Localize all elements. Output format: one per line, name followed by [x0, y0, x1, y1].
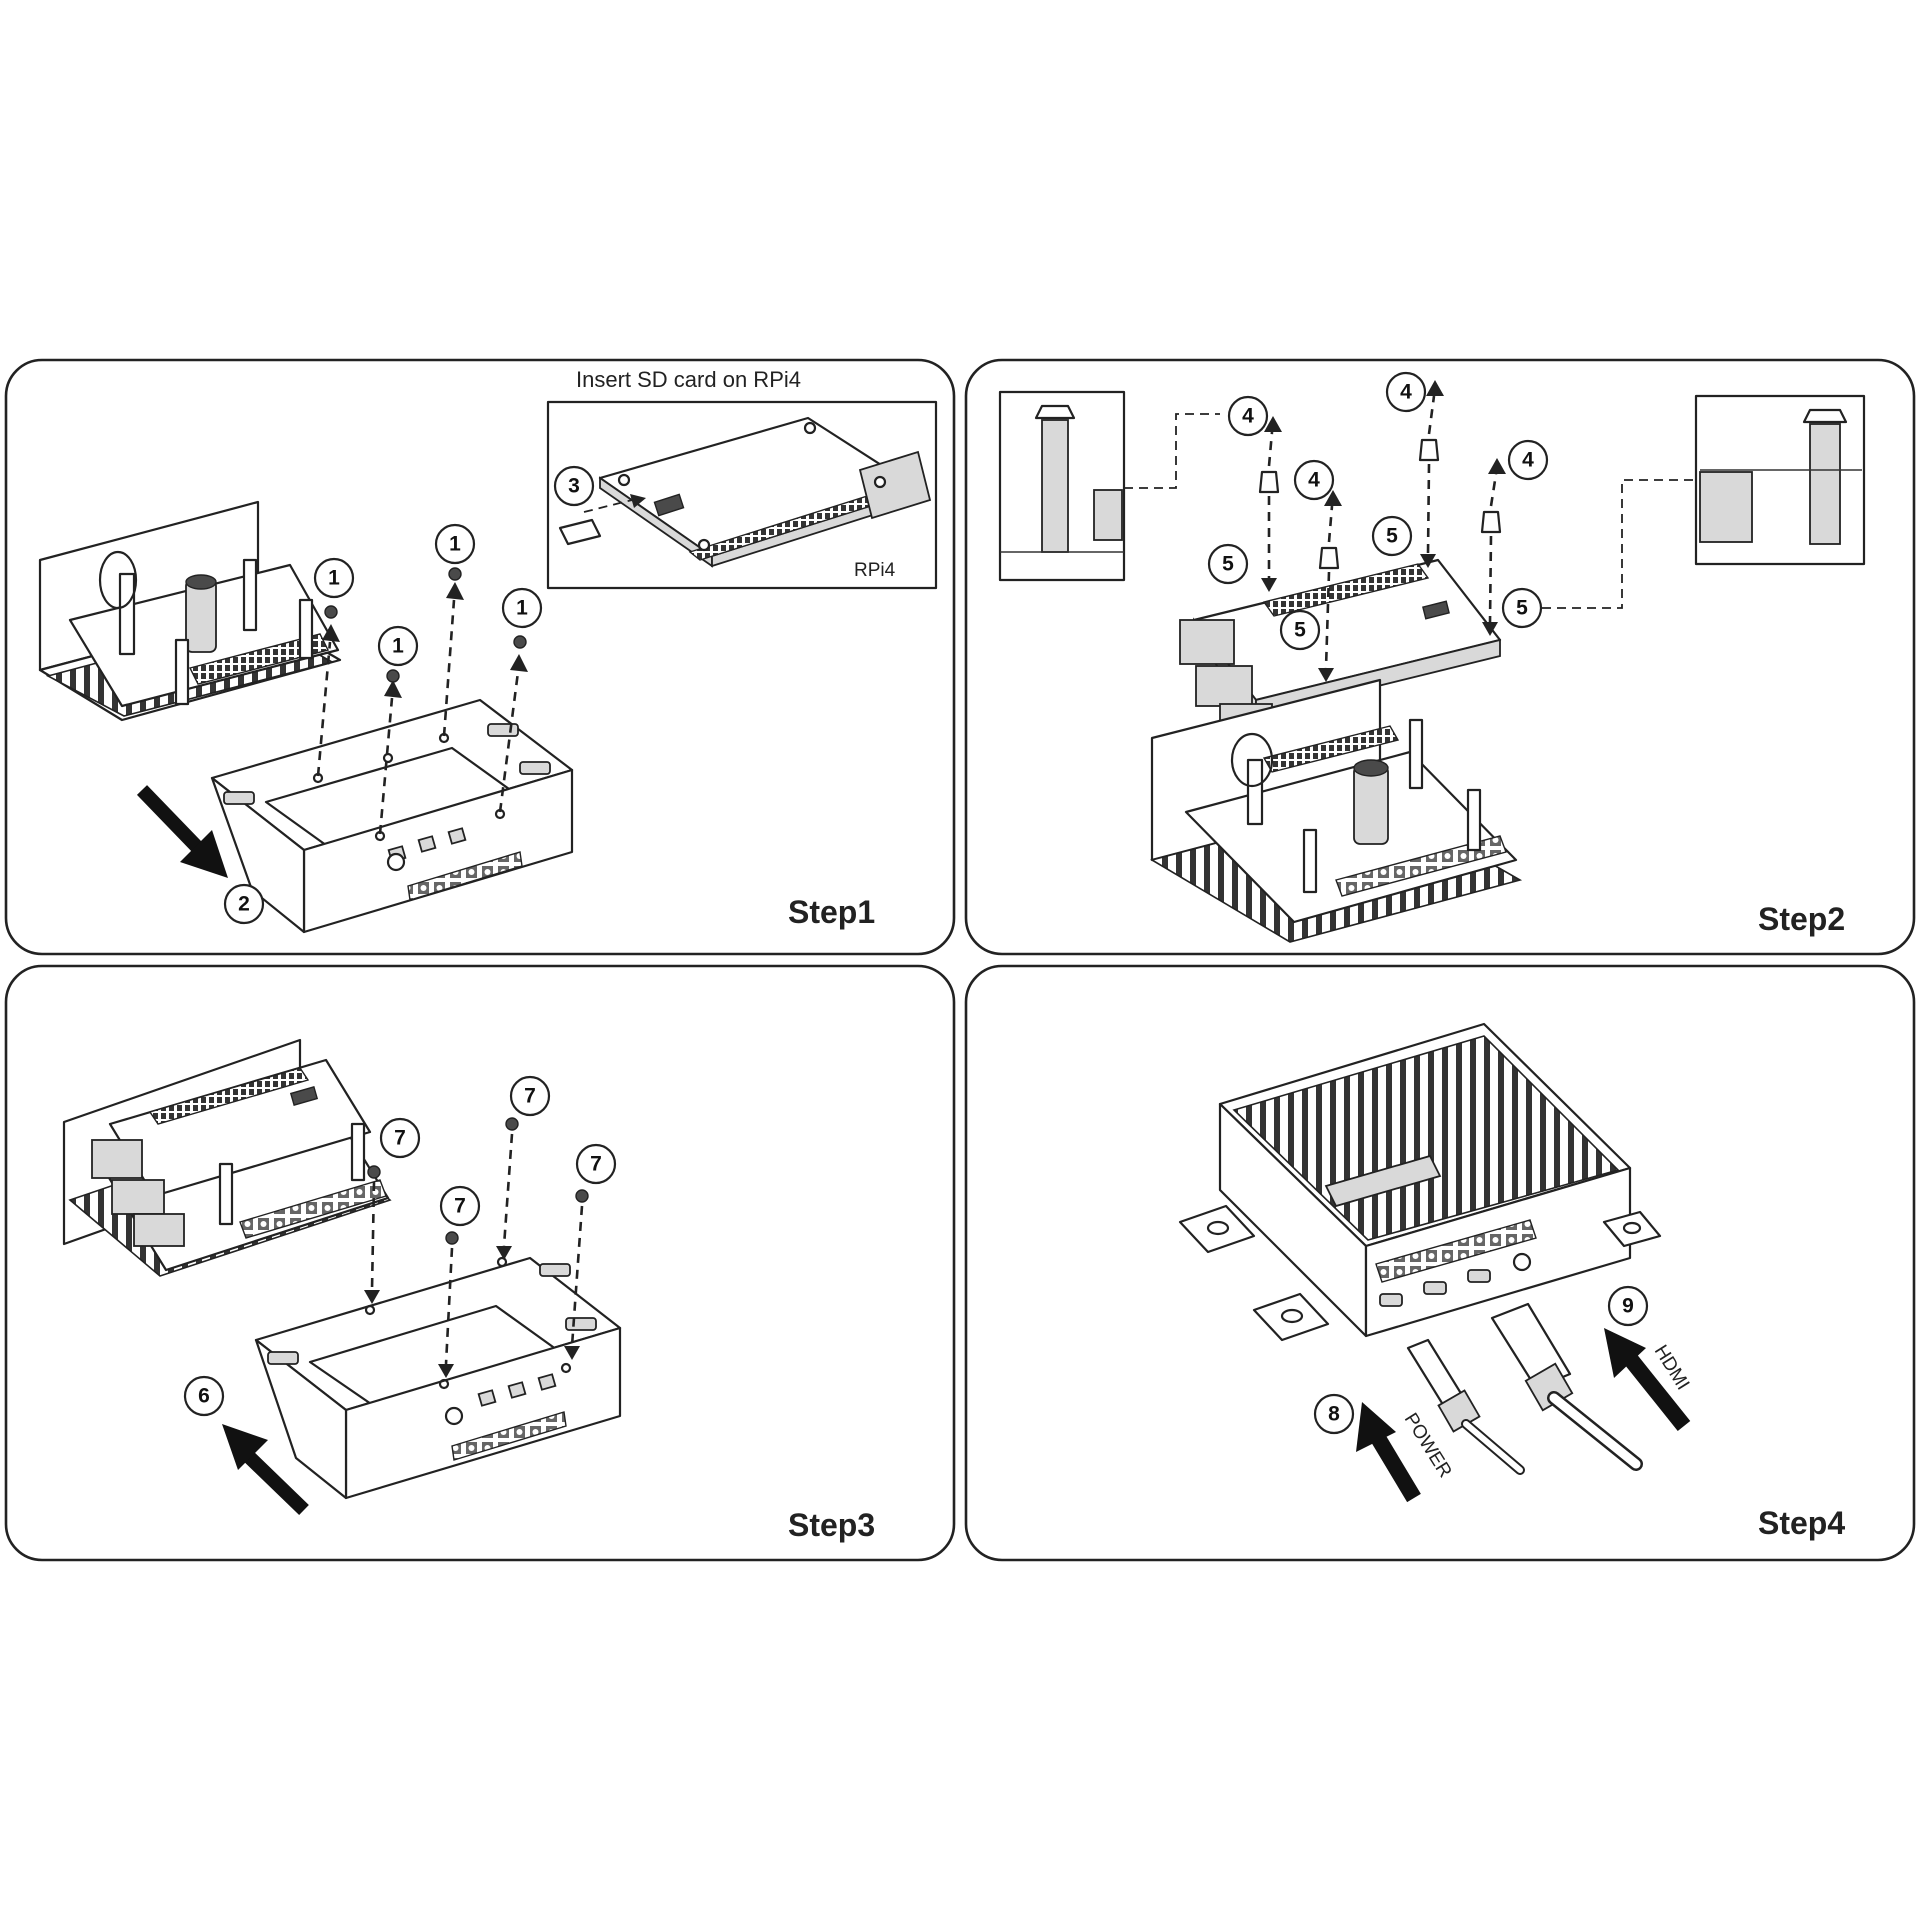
callout-1a: 1: [313, 557, 355, 599]
panel-step2: Step2: [964, 358, 1916, 956]
rpi4-board-illustration: [558, 416, 932, 568]
usb-port: [1379, 1293, 1403, 1307]
completed-assembly-step3: [62, 1038, 392, 1277]
callout-3-number: 3: [568, 475, 580, 498]
callout-7c-number: 7: [524, 1085, 536, 1108]
screw-arrows-step1: [316, 567, 528, 835]
hdmi-arrow: [1604, 1328, 1691, 1431]
callout-7b-number: 7: [454, 1195, 466, 1218]
callout-1a-number: 1: [328, 567, 340, 590]
screw-arrows-step3: [364, 1117, 589, 1378]
callout-4a: 4: [1227, 395, 1269, 437]
panel-step3-title: Step3: [788, 1507, 875, 1543]
callout-9: 9: [1607, 1285, 1649, 1327]
callout-5c: 5: [1371, 515, 1413, 557]
callout-3: 3: [553, 465, 595, 507]
finished-device: [1178, 1022, 1662, 1342]
callout-1b: 1: [377, 625, 419, 667]
callout-1c-number: 1: [449, 533, 461, 556]
carrier-assembly-step2: [1149, 678, 1523, 943]
callout-6-number: 6: [198, 1385, 210, 1408]
callout-5d: 5: [1501, 587, 1543, 629]
slide-arrow-step3: [222, 1424, 309, 1516]
callout-2: 2: [223, 883, 265, 925]
callout-7d-number: 7: [590, 1153, 602, 1176]
callout-7a: 7: [379, 1117, 421, 1159]
standoff-detail-left: [1041, 419, 1069, 553]
callout-4b: 4: [1293, 459, 1335, 501]
capacitor: [185, 579, 217, 653]
callout-5d-number: 5: [1516, 597, 1528, 620]
panel-step1-title: Step1: [788, 894, 875, 930]
sd-card-icon: [558, 518, 602, 546]
callout-1c: 1: [434, 523, 476, 565]
enclosure-bottom-step1: [210, 698, 574, 934]
callout-5b: 5: [1279, 609, 1321, 651]
sd-inset-caption: Insert SD card on RPi4: [576, 367, 801, 392]
callout-1b-number: 1: [392, 635, 404, 658]
panel-step2-title: Step2: [1758, 901, 1845, 937]
power-arrow: [1356, 1402, 1421, 1503]
callout-4d: 4: [1507, 439, 1549, 481]
rpi4-board-label: RPi4: [854, 560, 896, 581]
callout-5a: 5: [1207, 543, 1249, 585]
callout-2-number: 2: [238, 893, 250, 916]
power-cable: [1406, 1338, 1525, 1475]
panel-step4: Step4: [964, 964, 1916, 1562]
callout-8-number: 8: [1328, 1403, 1340, 1426]
standoff-detail-right: [1809, 423, 1841, 545]
callout-4c-number: 4: [1400, 381, 1412, 404]
mounting-flange-left: [1178, 1204, 1256, 1254]
hdmi-port: [1467, 1269, 1491, 1283]
callout-4a-number: 4: [1242, 405, 1254, 428]
carrier-assembly-step1: [38, 500, 342, 722]
brand-plate: [1324, 1154, 1442, 1208]
panel-step1: Step1 Insert SD card on RPi4 RPi4: [4, 358, 956, 956]
callout-5b-number: 5: [1294, 619, 1306, 642]
standoff-arrows-step2: [1258, 380, 1506, 682]
panel-step3: Step3: [4, 964, 956, 1562]
callout-4c: 4: [1385, 371, 1427, 413]
callout-5a-number: 5: [1222, 553, 1234, 576]
power-port: [1423, 1281, 1447, 1295]
mounting-flange-right: [1602, 1210, 1662, 1248]
callout-1d: 1: [501, 587, 543, 629]
callout-7b: 7: [439, 1185, 481, 1227]
enclosure-bottom-step3: [254, 1256, 622, 1500]
callout-5c-number: 5: [1386, 525, 1398, 548]
callout-7a-number: 7: [394, 1127, 406, 1150]
callout-4d-number: 4: [1522, 449, 1534, 472]
capacitor-step2: [1353, 765, 1389, 845]
callout-7d: 7: [575, 1143, 617, 1185]
callout-9-number: 9: [1622, 1295, 1634, 1318]
callout-1d-number: 1: [516, 597, 528, 620]
callout-6: 6: [183, 1375, 225, 1417]
callout-4b-number: 4: [1308, 469, 1320, 492]
hdmi-cable: [1490, 1302, 1643, 1471]
callout-8: 8: [1313, 1393, 1355, 1435]
panel-step4-title: Step4: [1758, 1505, 1845, 1541]
slide-arrow-step1: [136, 785, 228, 878]
callout-7c: 7: [509, 1075, 551, 1117]
